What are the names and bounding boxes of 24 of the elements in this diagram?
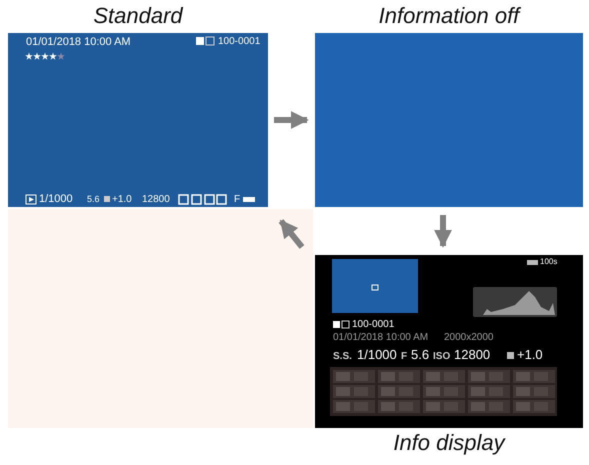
screen-text: 01/01/2018 10:00 AM: [26, 36, 131, 48]
screen-text: 12800: [142, 194, 170, 205]
screen-text: +1.0: [112, 194, 132, 205]
screen-text: 01/01/2018 10:00 AM: [333, 332, 428, 343]
screen-text: 100s: [540, 258, 558, 267]
screen-text: 12800: [454, 348, 490, 362]
screen-text: F: [401, 351, 408, 362]
screen-text: 5.6: [87, 195, 100, 205]
screen-heading: Information off: [378, 2, 522, 30]
screen-text: F: [234, 194, 240, 205]
screen-text: 1/1000: [357, 348, 397, 362]
screen-text: 1/1000: [39, 193, 73, 206]
screen-text: 5.6: [411, 348, 430, 362]
screen-text: +1.0: [517, 348, 543, 362]
arrow: [274, 111, 309, 129]
screen-heading: Info display: [392, 429, 506, 457]
screen-text: S.S.: [333, 351, 352, 362]
screen-text: 100-0001: [218, 36, 260, 47]
screen-text: 100-0001: [352, 319, 394, 330]
arrow: [434, 215, 452, 248]
arrow: [278, 219, 304, 249]
screen-text: 2000x2000: [444, 332, 494, 343]
screen-text: ISO: [433, 351, 450, 362]
screen-heading: Standard: [92, 2, 184, 30]
